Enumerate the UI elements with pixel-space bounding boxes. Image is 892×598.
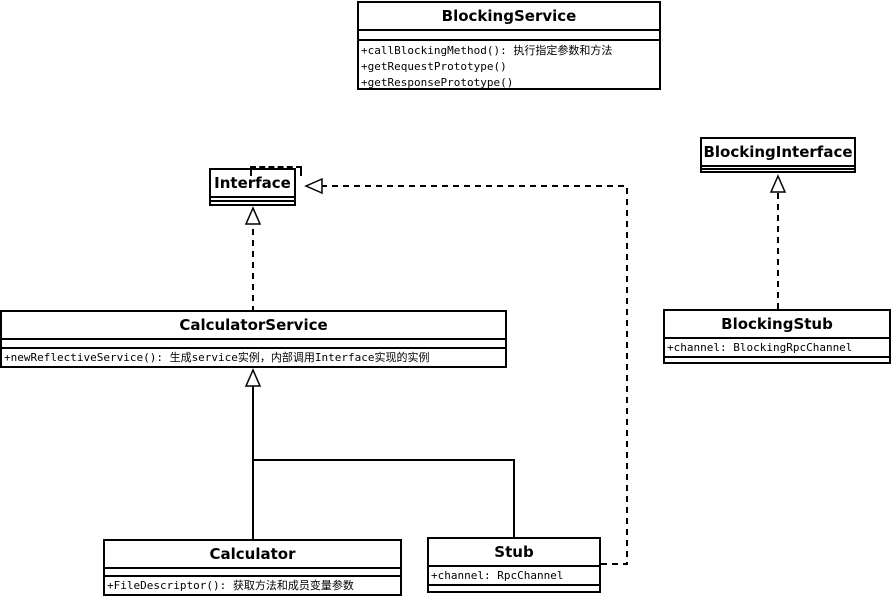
- attribute-channel: +channel: RpcChannel: [431, 569, 564, 582]
- class-name: Stub: [494, 543, 534, 561]
- methods-compartment: +newReflectiveService(): 生成service实例，内部调…: [2, 347, 505, 366]
- class-name: CalculatorService: [179, 316, 328, 334]
- class-calculator-service[interactable]: CalculatorService +newReflectiveService(…: [0, 310, 507, 368]
- methods-compartment: +FileDescriptor(): 获取方法和成员变量参数: [105, 575, 400, 594]
- attributes-compartment: +channel: BlockingRpcChannel: [665, 337, 889, 356]
- class-name: Interface: [214, 174, 291, 192]
- realization-line-stub-interface: [322, 185, 628, 565]
- method-file-descriptor: +FileDescriptor(): 获取方法和成员变量参数: [107, 579, 354, 592]
- template-parameter-box: [250, 166, 302, 176]
- class-name: BlockingService: [441, 7, 577, 25]
- methods-compartment: [429, 584, 599, 589]
- attributes-compartment: [359, 29, 659, 39]
- class-blocking-service[interactable]: BlockingService +callBlockingMethod(): 执…: [357, 1, 661, 90]
- class-name: BlockingInterface: [703, 143, 853, 161]
- realization-arrowhead-interface: [244, 206, 262, 225]
- class-name: BlockingStub: [721, 315, 833, 333]
- class-stub[interactable]: Stub +channel: RpcChannel: [427, 537, 601, 593]
- class-interface[interactable]: Interface: [209, 168, 296, 206]
- method-new-reflective-service: +newReflectiveService(): 生成service实例，内部调…: [4, 351, 430, 364]
- attributes-compartment: [105, 567, 400, 575]
- methods-compartment: [665, 356, 889, 361]
- class-blocking-interface[interactable]: BlockingInterface: [700, 137, 856, 173]
- realization-arrowhead-blockinginterface: [769, 174, 787, 193]
- method-get-request-prototype: +getRequestPrototype(): [361, 60, 507, 73]
- attributes-compartment: [211, 196, 294, 200]
- method-call-blocking-method: +callBlockingMethod(): 执行指定参数和方法: [361, 44, 613, 57]
- methods-compartment: [702, 168, 854, 171]
- attribute-channel: +channel: BlockingRpcChannel: [667, 341, 853, 354]
- class-name: Calculator: [209, 545, 296, 563]
- method-get-response-prototype: +getResponsePrototype(): [361, 76, 514, 89]
- realization-arrowhead-interface-from-stub: [304, 177, 323, 195]
- class-blocking-stub[interactable]: BlockingStub +channel: BlockingRpcChanne…: [663, 309, 891, 364]
- generalization-arrowhead-calculatorservice: [244, 368, 262, 387]
- methods-compartment: +callBlockingMethod(): 执行指定参数和方法 +getReq…: [359, 39, 659, 91]
- methods-compartment: [211, 200, 294, 204]
- generalization-line-stub: [253, 459, 515, 537]
- class-calculator[interactable]: Calculator +FileDescriptor(): 获取方法和成员变量参…: [103, 539, 402, 596]
- attributes-compartment: [702, 165, 854, 168]
- attributes-compartment: +channel: RpcChannel: [429, 565, 599, 584]
- attributes-compartment: [2, 338, 505, 347]
